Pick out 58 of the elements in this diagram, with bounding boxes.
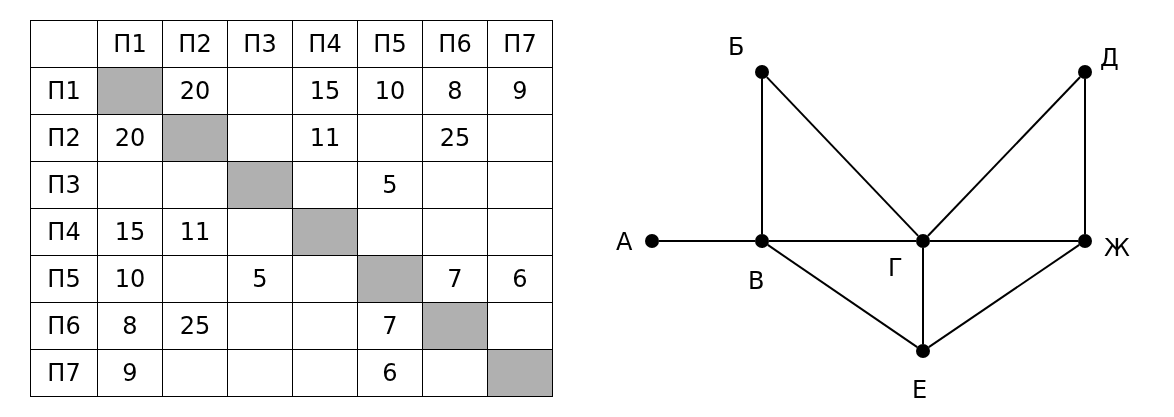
vertex-label: Д xyxy=(1100,44,1119,72)
vertex-label: Е xyxy=(912,376,928,404)
vertex-dot xyxy=(755,234,769,248)
table-cell: 5 xyxy=(357,161,423,209)
graph-edge xyxy=(761,78,763,235)
header-cell: П6 xyxy=(30,302,98,350)
vertex-dot xyxy=(916,234,930,248)
table-cell: 8 xyxy=(97,302,163,350)
table-cell: 6 xyxy=(487,255,553,303)
table-cell: 20 xyxy=(162,67,228,115)
header-cell: П6 xyxy=(422,20,488,68)
table-cell: 9 xyxy=(97,349,163,397)
table-cell: 9 xyxy=(487,67,553,115)
header-cell: П2 xyxy=(162,20,228,68)
vertex-dot xyxy=(755,65,769,79)
header-cell: П2 xyxy=(30,114,98,162)
graph-edge xyxy=(926,76,1082,237)
graph-edge xyxy=(927,243,1081,349)
table-cell: 11 xyxy=(292,114,358,162)
table-cell: 10 xyxy=(97,255,163,303)
header-cell: П5 xyxy=(30,255,98,303)
table-cell: 5 xyxy=(227,255,293,303)
graph-edge xyxy=(768,240,917,242)
graph-edge xyxy=(658,240,756,242)
vertex-dot xyxy=(1078,234,1092,248)
vertex-label: Ж xyxy=(1104,234,1130,262)
header-cell: П5 xyxy=(357,20,423,68)
table-cell: 10 xyxy=(357,67,423,115)
graph-edge xyxy=(765,76,920,237)
vertex-dot xyxy=(645,234,659,248)
header-cell: П1 xyxy=(30,67,98,115)
vertex-label: Б xyxy=(728,33,745,61)
table-cell: 25 xyxy=(422,114,488,162)
table-cell: 6 xyxy=(357,349,423,397)
header-cell: П4 xyxy=(30,208,98,256)
graph-edge xyxy=(929,240,1079,242)
vertex-label: А xyxy=(616,228,633,256)
vertex-label: В xyxy=(748,267,765,295)
graph-edge xyxy=(922,247,924,345)
header-cell: П7 xyxy=(30,349,98,397)
vertex-dot xyxy=(1078,65,1092,79)
vertex-dot xyxy=(916,344,930,358)
table-cell: 15 xyxy=(292,67,358,115)
header-cell: П4 xyxy=(292,20,358,68)
header-cell: П3 xyxy=(227,20,293,68)
table-cell: 25 xyxy=(162,302,228,350)
header-cell: П7 xyxy=(487,20,553,68)
graph-edge xyxy=(766,243,919,349)
graph-edge xyxy=(1084,78,1086,235)
header-cell: П3 xyxy=(30,161,98,209)
table-cell: 15 xyxy=(97,208,163,256)
vertex-label: Г xyxy=(888,254,903,282)
table-cell: 7 xyxy=(422,255,488,303)
table-cell: 8 xyxy=(422,67,488,115)
table-cell: 20 xyxy=(97,114,163,162)
header-cell: П1 xyxy=(97,20,163,68)
table-cell: 7 xyxy=(357,302,423,350)
table-cell: 11 xyxy=(162,208,228,256)
